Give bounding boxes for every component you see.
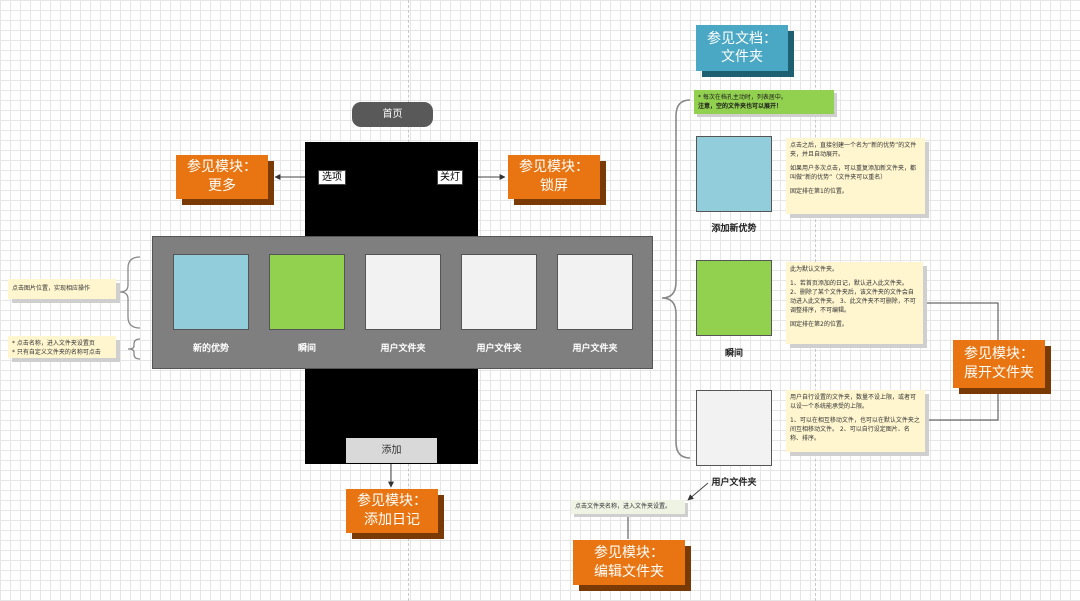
doc-folder-box: 参见文档： 文件夹 — [696, 25, 788, 71]
module-add-diary-line2: 添加日记 — [364, 512, 420, 528]
green-note-line2: 注意，空的文件夹也可以展开！ — [698, 103, 783, 110]
option-button[interactable]: 选项 — [318, 170, 346, 185]
right-label-add-new: 添加新优势 — [711, 224, 757, 234]
folder-tile[interactable] — [557, 254, 633, 330]
right-note-add-new-p3: 固定排在第1的位置。 — [790, 188, 848, 195]
arrow-to-folder-note — [687, 482, 709, 501]
module-lock: 参见模块： 锁屏 — [508, 155, 600, 199]
folder-tile[interactable] — [461, 254, 537, 330]
right-label-user-folder: 用户文件夹 — [711, 478, 757, 488]
right-note-user-folder: 用户自行设置的文件夹，数量不设上限，或者可以设一个系统能承受的上限。 1、可以在… — [786, 390, 925, 452]
add-button-label: 添加 — [381, 445, 402, 456]
module-edit-folder-line1: 参见模块： — [594, 544, 664, 561]
note-tap-name: * 点击名称，进入文件夹设置页 * 只有自定义文件夹的名称可点击 — [8, 336, 116, 358]
line-expand-top — [927, 302, 999, 340]
note-tap-image: 点击图片位置，实现相应操作 — [8, 279, 116, 299]
module-expand-folder-line1: 参见模块： — [964, 346, 1034, 362]
module-lock-line2: 锁屏 — [540, 178, 568, 194]
home-button-label: 首页 — [382, 109, 403, 120]
folder-tile[interactable] — [269, 254, 345, 330]
right-note-moment-p3: 固定排在第2的位置。 — [790, 321, 848, 328]
home-button[interactable]: 首页 — [352, 102, 433, 127]
right-note-user-folder-p2: 1、可以在相互移动文件，也可以在默认文件夹之间互相移动文件。 2、可以自行设定图… — [790, 417, 920, 442]
brace-left-1 — [119, 256, 141, 329]
brace-right — [661, 99, 691, 459]
folder-tile-label[interactable]: 用户文件夹 — [572, 344, 618, 354]
note-tap-name-line1: * 点击名称，进入文件夹设置页 — [12, 340, 95, 347]
module-more-line2: 更多 — [208, 178, 236, 194]
right-note-add-new-p2: 如果用户多次点击，可以重复添加新文件夹，都叫做“新的优势”（文件夹可以重名） — [790, 165, 917, 181]
note-folder-name: 点击文件夹名称，进入文件夹设置。 — [571, 500, 685, 514]
line-expand-bottom — [927, 389, 999, 421]
module-more: 参见模块： 更多 — [176, 155, 268, 199]
module-edit-folder: 参见模块： 编辑文件夹 — [573, 540, 685, 585]
right-tile-moment[interactable] — [696, 260, 772, 336]
right-note-add-new-p1: 点击之后，直接创建一个名为“新的优势”的文件夹，并且自动展开。 — [790, 142, 917, 158]
right-note-user-folder-p1: 用户自行设置的文件夹，数量不设上限，或者可以设一个系统能承受的上限。 — [790, 394, 917, 410]
right-note-moment-p2: 1、若首页添加的日记，默认进入此文件夹。 2、删除了某个文件夹后，该文件夹的文件… — [790, 280, 916, 314]
note-folder-name-text: 点击文件夹名称，进入文件夹设置。 — [575, 503, 672, 510]
module-lock-line1: 参见模块： — [519, 159, 589, 175]
module-expand-folder: 参见模块： 展开文件夹 — [953, 340, 1045, 388]
doc-folder-line1: 参见文档： — [707, 31, 777, 47]
folder-tile-label[interactable]: 用户文件夹 — [476, 344, 522, 354]
folder-tile[interactable] — [365, 254, 441, 330]
right-tile-add-new[interactable] — [696, 136, 772, 212]
right-note-moment: 此为默认文件夹。 1、若首页添加的日记，默认进入此文件夹。 2、删除了某个文件夹… — [786, 262, 923, 344]
right-note-add-new: 点击之后，直接创建一个名为“新的优势”的文件夹，并且自动展开。 如果用户多次点击… — [786, 138, 925, 214]
module-edit-folder-line2: 编辑文件夹 — [594, 563, 664, 580]
module-more-line1: 参见模块： — [187, 159, 257, 175]
light-button[interactable]: 关灯 — [437, 170, 463, 185]
green-note: * 每次在档孔主动时，列表居中。 注意，空的文件夹也可以展开！ — [694, 90, 834, 114]
folder-tile-label[interactable]: 用户文件夹 — [380, 344, 426, 354]
light-button-label: 关灯 — [440, 172, 460, 183]
right-label-moment: 瞬间 — [724, 349, 743, 359]
brace-left-2 — [127, 338, 141, 360]
folder-tile-label[interactable]: 瞬间 — [297, 344, 316, 354]
module-add-diary-line1: 参见模块： — [357, 493, 427, 509]
folder-tile[interactable] — [173, 254, 249, 330]
doc-folder-line2: 文件夹 — [721, 49, 763, 65]
folder-tile-label[interactable]: 新的优势 — [192, 344, 229, 354]
right-note-moment-p1: 此为默认文件夹。 — [790, 266, 839, 273]
add-button[interactable]: 添加 — [346, 438, 437, 463]
green-note-line1: * 每次在档孔主动时，列表居中。 — [698, 94, 787, 101]
option-button-label: 选项 — [322, 172, 342, 183]
note-tap-name-line2: * 只有自定义文件夹的名称可点击 — [12, 349, 101, 356]
module-expand-folder-line2: 展开文件夹 — [964, 365, 1034, 381]
note-tap-image-text: 点击图片位置，实现相应操作 — [12, 285, 91, 292]
right-tile-user-folder[interactable] — [696, 390, 772, 466]
module-add-diary: 参见模块： 添加日记 — [346, 489, 438, 533]
